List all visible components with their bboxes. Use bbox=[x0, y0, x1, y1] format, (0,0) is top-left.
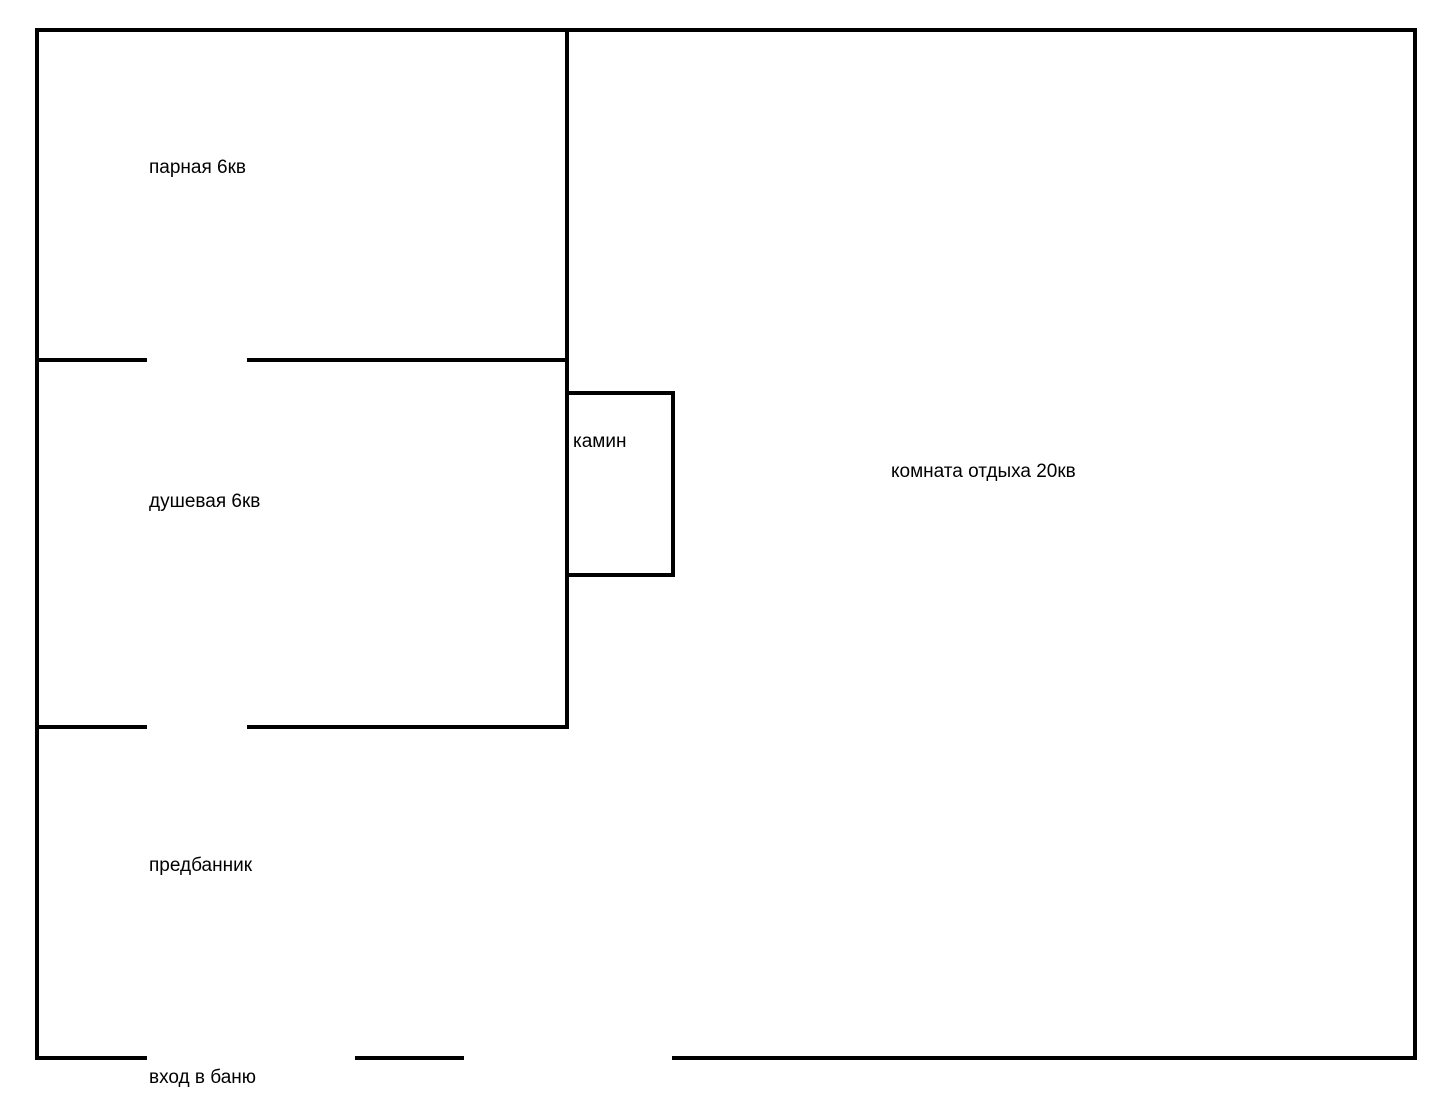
label-lounge: комната отдыха 20кв bbox=[891, 461, 1076, 482]
label-fireplace: камин bbox=[573, 431, 626, 452]
label-shower-room: душевая 6кв bbox=[149, 491, 260, 512]
label-entrance: вход в баню bbox=[149, 1067, 256, 1088]
label-dressing-room: предбанник bbox=[149, 855, 253, 876]
label-steam-room: парная 6кв bbox=[149, 157, 246, 178]
interior-walls bbox=[35, 28, 569, 729]
fireplace-box bbox=[565, 391, 675, 577]
outer-walls bbox=[35, 28, 1417, 1060]
